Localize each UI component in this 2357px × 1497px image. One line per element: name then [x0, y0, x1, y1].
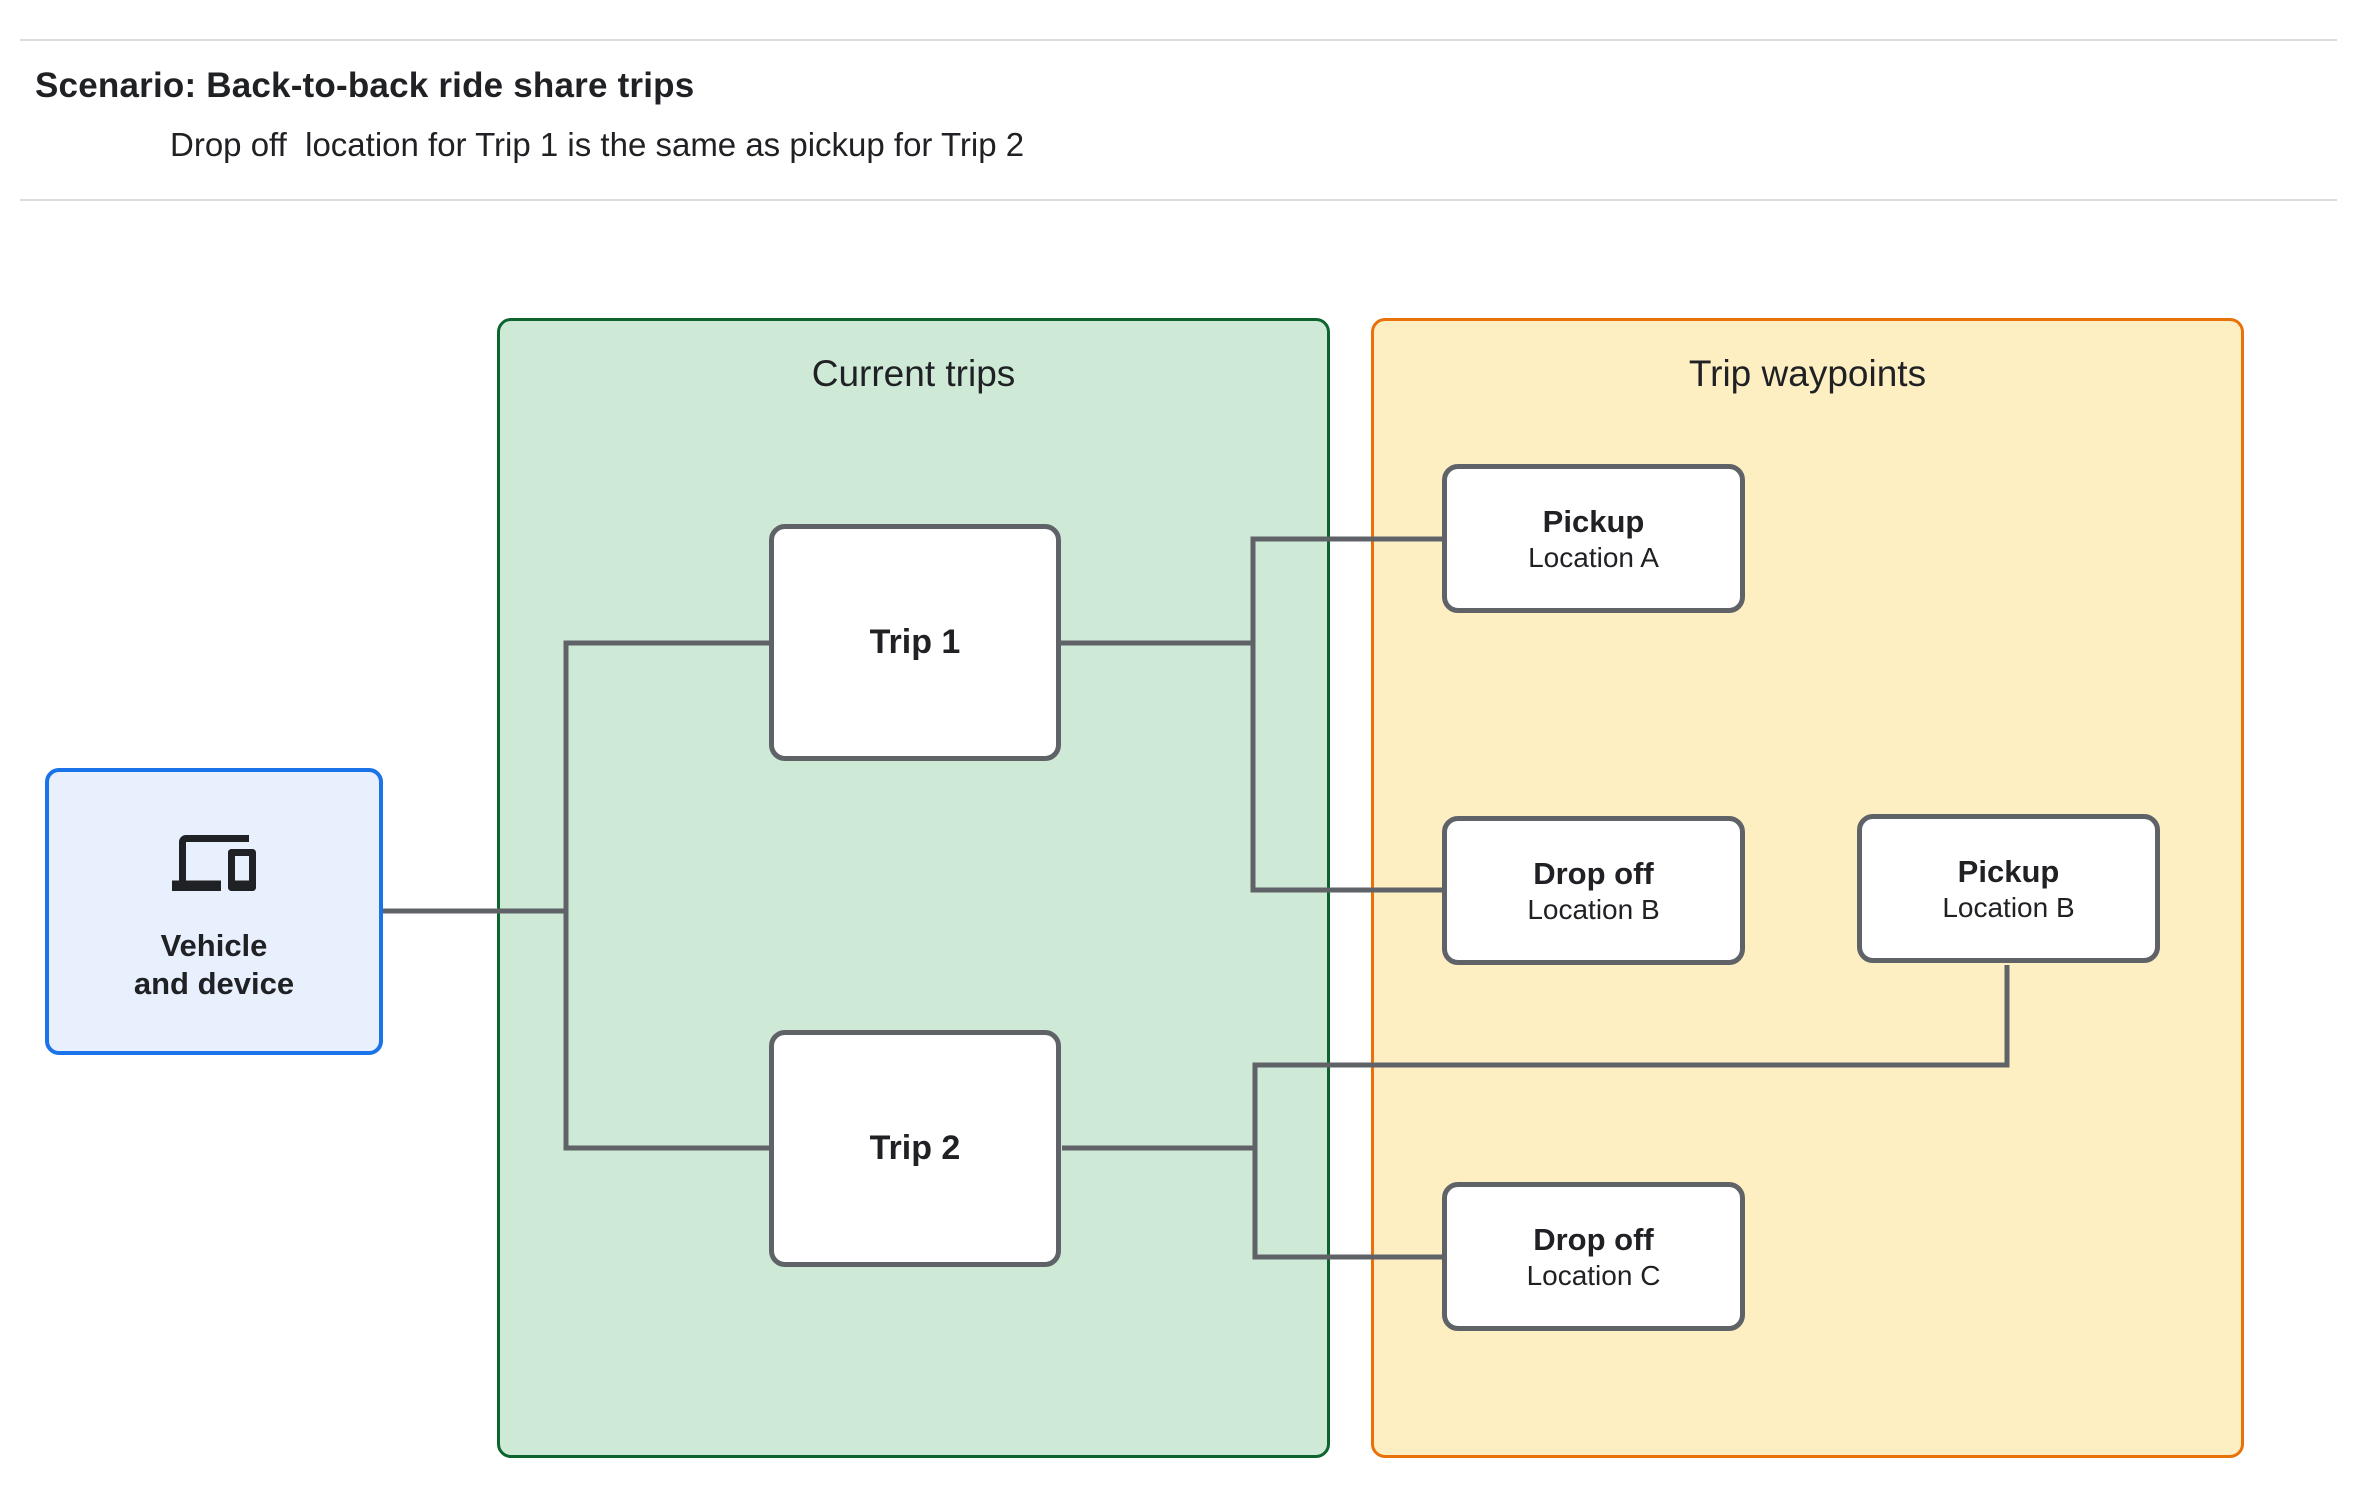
trip-1-node: Trip 1	[769, 524, 1061, 761]
waypoint-location: Location A	[1528, 541, 1659, 573]
vehicle-and-device-node: Vehicle and device	[45, 768, 383, 1055]
waypoint-type: Pickup	[1957, 853, 2060, 889]
waypoint-location: Location B	[1527, 893, 1660, 925]
trip-2-node: Trip 2	[769, 1030, 1061, 1267]
vehicle-node-label-line2: and device	[133, 965, 295, 1001]
waypoint-location: Location B	[1942, 891, 2075, 923]
waypoint-type: Drop off	[1533, 1221, 1654, 1257]
current-trips-panel-title: Current trips	[811, 353, 1016, 394]
waypoint-pickup-location-a: Pickup Location A	[1442, 464, 1745, 613]
devices-icon	[172, 821, 256, 905]
trip-waypoints-panel-title: Trip waypoints	[1688, 353, 1927, 394]
page-subtitle: Drop off location for Trip 1 is the same…	[170, 126, 1025, 163]
trip-1-label: Trip 1	[869, 623, 961, 661]
page-title: Scenario: Back-to-back ride share trips	[35, 66, 695, 105]
waypoint-type: Drop off	[1533, 855, 1654, 891]
current-trips-panel: Current trips	[497, 318, 1330, 1458]
header-bottom-divider	[20, 199, 2337, 201]
waypoint-type: Pickup	[1542, 503, 1645, 539]
header-top-divider	[20, 39, 2337, 41]
waypoint-dropoff-location-c: Drop off Location C	[1442, 1182, 1745, 1331]
trip-2-label: Trip 2	[869, 1129, 961, 1167]
waypoint-pickup-location-b: Pickup Location B	[1857, 814, 2160, 963]
waypoint-location: Location C	[1526, 1259, 1661, 1291]
vehicle-node-label-line1: Vehicle	[160, 927, 268, 963]
waypoint-dropoff-location-b: Drop off Location B	[1442, 816, 1745, 965]
